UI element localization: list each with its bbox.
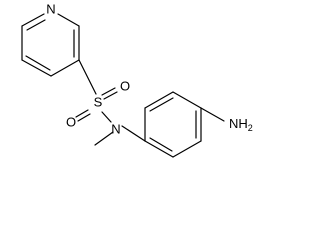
bond-sulfur-oxygen-top-2 — [103, 91, 118, 100]
bond-phenyl-5-6 — [144, 91, 174, 109]
bond-ring-c6-n — [21, 13, 45, 27]
oxygen-bottom-label: O — [66, 114, 76, 129]
bond-nitrogen-methyl — [94, 131, 114, 146]
sulfonamide-nitrogen-label: N — [111, 121, 120, 136]
bond-phenyl-2-3 — [172, 140, 202, 158]
bond-ring-c4-c5-inner — [25, 55, 51, 71]
sulfur-label: S — [94, 94, 103, 109]
amine-subscript-label: 2 — [248, 123, 253, 133]
bond-ring-sulfur — [78, 59, 97, 95]
amine-nh-label: NH — [229, 116, 248, 131]
bond-phenyl-5-6-inner — [149, 97, 174, 112]
bond-sulfur-oxygen-bottom-2 — [77, 113, 91, 122]
bond-sulfur-nitrogen — [101, 111, 112, 123]
bond-ring-c4-c5 — [21, 59, 52, 77]
amine-label: NH2 — [229, 116, 253, 133]
bond-ring-c6-n-inner — [26, 19, 46, 31]
bond-phenyl-4-5 — [172, 91, 202, 109]
oxygen-top-label: O — [120, 78, 130, 93]
bond-nitrogen-phenyl — [121, 125, 146, 142]
bond-sulfur-oxygen-top-1 — [101, 87, 116, 96]
structure-canvas: N S O O N NH2 — [21, 1, 253, 158]
molecule-diagram: N S O O N NH2 — [21, 1, 253, 158]
bond-phenyl-1-2 — [144, 140, 174, 158]
bond-ring-n-c2 — [57, 13, 80, 27]
bond-phenyl-1-2-inner — [149, 137, 173, 152]
bond-sulfur-oxygen-bottom-1 — [75, 109, 89, 118]
pyridine-nitrogen-label: N — [46, 1, 55, 16]
bond-ring-c3-c4 — [50, 59, 80, 77]
bond-phenyl-amine — [200, 107, 225, 122]
